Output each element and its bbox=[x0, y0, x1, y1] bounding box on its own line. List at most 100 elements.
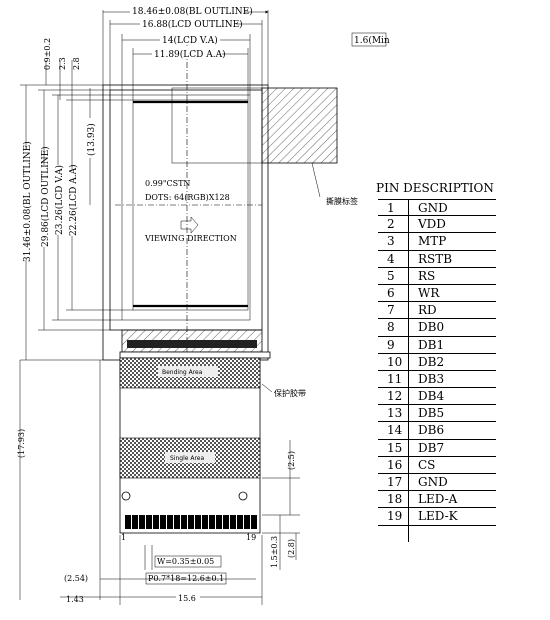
pin-description: CS bbox=[418, 457, 436, 472]
pin-number: 16 bbox=[387, 457, 403, 472]
dim-total-1793: (17.93) bbox=[17, 429, 26, 458]
lcd-va bbox=[121, 94, 251, 321]
spec-size: 0.99"CSTN bbox=[145, 179, 190, 188]
dim-fpc-25: (2.5) bbox=[287, 451, 296, 470]
pin-description: DB1 bbox=[418, 337, 445, 352]
pin-first-label: 1 bbox=[121, 533, 126, 542]
film-tab-outline bbox=[171, 87, 263, 164]
dim-lcd-outline-w: 16.88(LCD OUTLINE) bbox=[142, 19, 243, 30]
table-row: 12 DB4 bbox=[378, 388, 496, 406]
pin-description: GND bbox=[418, 201, 448, 215]
pin-number: 10 bbox=[387, 354, 403, 369]
pin-last-label: 19 bbox=[246, 533, 256, 542]
dim-fpc-28: (2.8) bbox=[287, 539, 296, 558]
pin-description: DB5 bbox=[418, 406, 445, 421]
table-row: 6 WR bbox=[378, 285, 496, 303]
viewing-direction: VIEWING DIRECTION bbox=[144, 234, 237, 243]
spec-dots: DOTS: 64(RGB)X128 bbox=[145, 193, 230, 202]
pin-number: 6 bbox=[387, 285, 395, 300]
pin-number: 8 bbox=[387, 320, 395, 335]
pin-number: 17 bbox=[387, 475, 403, 489]
pin-description: LED-K bbox=[418, 509, 458, 524]
dim-lcd-va-h: 23.26(LCD V.A) bbox=[54, 165, 65, 235]
table-row: 7 RD bbox=[378, 302, 496, 320]
pin-description: LED-A bbox=[418, 492, 458, 507]
fpc-hole-right bbox=[238, 491, 248, 501]
fpc-hole-left bbox=[121, 491, 131, 501]
table-row: 5 RS bbox=[378, 268, 496, 285]
table-row: 4 RSTB bbox=[378, 251, 496, 268]
table-row: 19 LED-K bbox=[378, 508, 496, 526]
table-row: 17 GND bbox=[378, 474, 496, 492]
table-row: 8 DB0 bbox=[378, 319, 496, 337]
pin-description: DB0 bbox=[418, 320, 445, 335]
dim-top-offset-3: 2.8 bbox=[72, 57, 81, 70]
table-row: 10 DB2 bbox=[378, 354, 496, 371]
bending-area-label: Bending Area bbox=[162, 369, 203, 376]
pin-number: 5 bbox=[387, 268, 395, 283]
pin-number: 3 bbox=[387, 234, 395, 249]
pin-table-header: PIN DESCRIPTION bbox=[376, 181, 494, 195]
pin-description: WR bbox=[418, 285, 440, 300]
fpc-pins bbox=[125, 515, 257, 529]
pin-description: DB4 bbox=[418, 389, 445, 404]
protective-tape-label: 保护胶带 bbox=[274, 388, 306, 398]
film-label: 撕膜标签 bbox=[326, 196, 358, 206]
table-row: 3 MTP bbox=[378, 233, 496, 251]
table-row: 18 LED-A bbox=[378, 491, 496, 509]
pin-description: VDD bbox=[418, 217, 446, 232]
pin-number: 12 bbox=[387, 389, 403, 404]
dim-lcd-va-w: 14(LCD V.A) bbox=[162, 35, 218, 46]
table-row: 2 VDD bbox=[378, 216, 496, 234]
pin-number: 2 bbox=[387, 217, 395, 232]
pin-description: RSTB bbox=[418, 251, 453, 266]
pin-description: DB3 bbox=[418, 371, 445, 386]
pin-number: 9 bbox=[387, 337, 395, 352]
table-row: 11 DB3 bbox=[378, 371, 496, 389]
table-row: 14 DB6 bbox=[378, 422, 496, 440]
dim-left-254: (2.54) bbox=[64, 574, 88, 583]
pin-number: 13 bbox=[387, 406, 403, 421]
pin-description: RS bbox=[418, 268, 436, 283]
dim-lcd-aa-w: 11.89(LCD A.A) bbox=[154, 49, 226, 60]
table-row: 1 GND bbox=[378, 199, 496, 217]
dim-fpc-15: 1.5±0.3 bbox=[270, 536, 279, 568]
pin-number: 4 bbox=[387, 251, 395, 266]
dim-pitch: P0.7*18=12.6±0.1 bbox=[148, 574, 224, 583]
pin-number: 14 bbox=[387, 423, 403, 438]
single-area-label: Single Area bbox=[170, 455, 204, 462]
pin-number: 15 bbox=[387, 440, 403, 455]
pin-description: MTP bbox=[418, 234, 447, 249]
pin-number: 19 bbox=[387, 509, 403, 524]
dim-pin-width: W=0.35±0.05 bbox=[157, 557, 214, 566]
film-tab-hatch bbox=[261, 87, 338, 164]
pin-description: GND bbox=[418, 475, 448, 489]
pin-description: DB7 bbox=[418, 440, 445, 455]
dim-lcd-aa-h: 22.26(LCD A.A) bbox=[68, 164, 79, 236]
pin-number: 7 bbox=[387, 303, 395, 318]
dim-lcd-outline-h: 29.86(LCD OUTLINE) bbox=[40, 146, 51, 247]
bl-outline bbox=[102, 84, 269, 361]
dim-top-offset-1: 0.9±0.2 bbox=[43, 38, 52, 70]
pin-description: DB2 bbox=[418, 354, 445, 369]
table-row: 15 DB7 bbox=[378, 440, 496, 457]
pin-number: 11 bbox=[387, 371, 403, 386]
pin-description: RD bbox=[418, 303, 437, 318]
dim-min-thickness: 1.6(Min bbox=[354, 35, 390, 46]
table-row: 16 CS bbox=[378, 457, 496, 474]
viewing-arrow-icon bbox=[180, 216, 199, 234]
pin-number: 18 bbox=[387, 492, 403, 507]
pin-description: DB6 bbox=[418, 423, 445, 438]
dim-bl-outline-h: 31.46±0.08(BL OUTLINE) bbox=[22, 141, 33, 262]
pin-number: 1 bbox=[387, 201, 395, 215]
dim-left-143: 1.43 bbox=[66, 595, 84, 604]
dim-offset-1393: (13.93) bbox=[86, 123, 97, 156]
dim-fpc-width: 15.6 bbox=[178, 594, 196, 603]
dim-top-offset-2: 2.3 bbox=[58, 57, 67, 70]
dim-bl-outline-w: 18.46±0.08(BL OUTLINE) bbox=[132, 6, 253, 17]
table-row: 13 DB5 bbox=[378, 405, 496, 423]
